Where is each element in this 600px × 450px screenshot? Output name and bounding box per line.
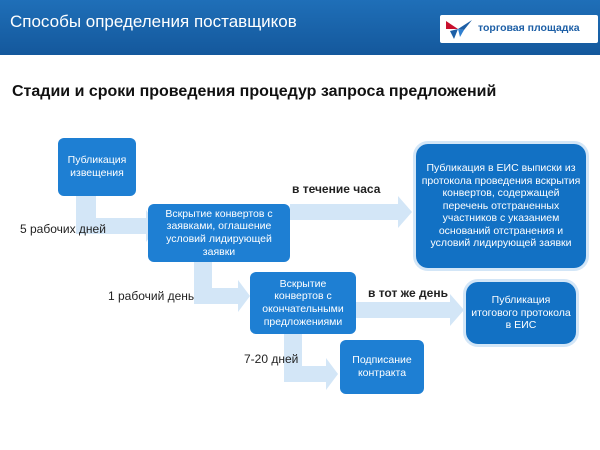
step-publish-final-protocol: Публикация итогового протокола в ЕИС [466,282,576,344]
slide-subtitle: Стадии и сроки проведения процедур запро… [12,83,497,100]
duration-five-days: 5 рабочих дней [20,222,106,236]
logo: торговая площадка [440,15,598,43]
step-open-envelopes: Вскрытие конвертов с заявками, оглашение… [148,204,290,262]
logo-text: торговая площадка [478,22,580,34]
connector-arrow [194,262,250,312]
duration-one-day: 1 рабочий день [108,289,195,303]
duration-seven-twenty-days: 7-20 дней [244,352,299,366]
connector-arrow [76,196,158,242]
connector-arrow [290,196,412,228]
duration-within-hour: в течение часа [292,182,381,196]
connector-arrow [356,294,464,326]
duration-same-day: в тот же день [368,286,448,300]
logo-icon [446,20,472,39]
step-publication-notice: Публикация извещения [58,138,136,196]
step-sign-contract: Подписание контракта [340,340,424,394]
step-publish-extract: Публикация в ЕИС выписки из протокола пр… [416,144,586,268]
slide-header: Способы определения поставщиков торговая… [0,0,600,55]
step-open-final-offers: Вскрытие конвертов с окончательными пред… [250,272,356,334]
connector-arrow [284,334,338,390]
header-title: Способы определения поставщиков [10,12,297,31]
